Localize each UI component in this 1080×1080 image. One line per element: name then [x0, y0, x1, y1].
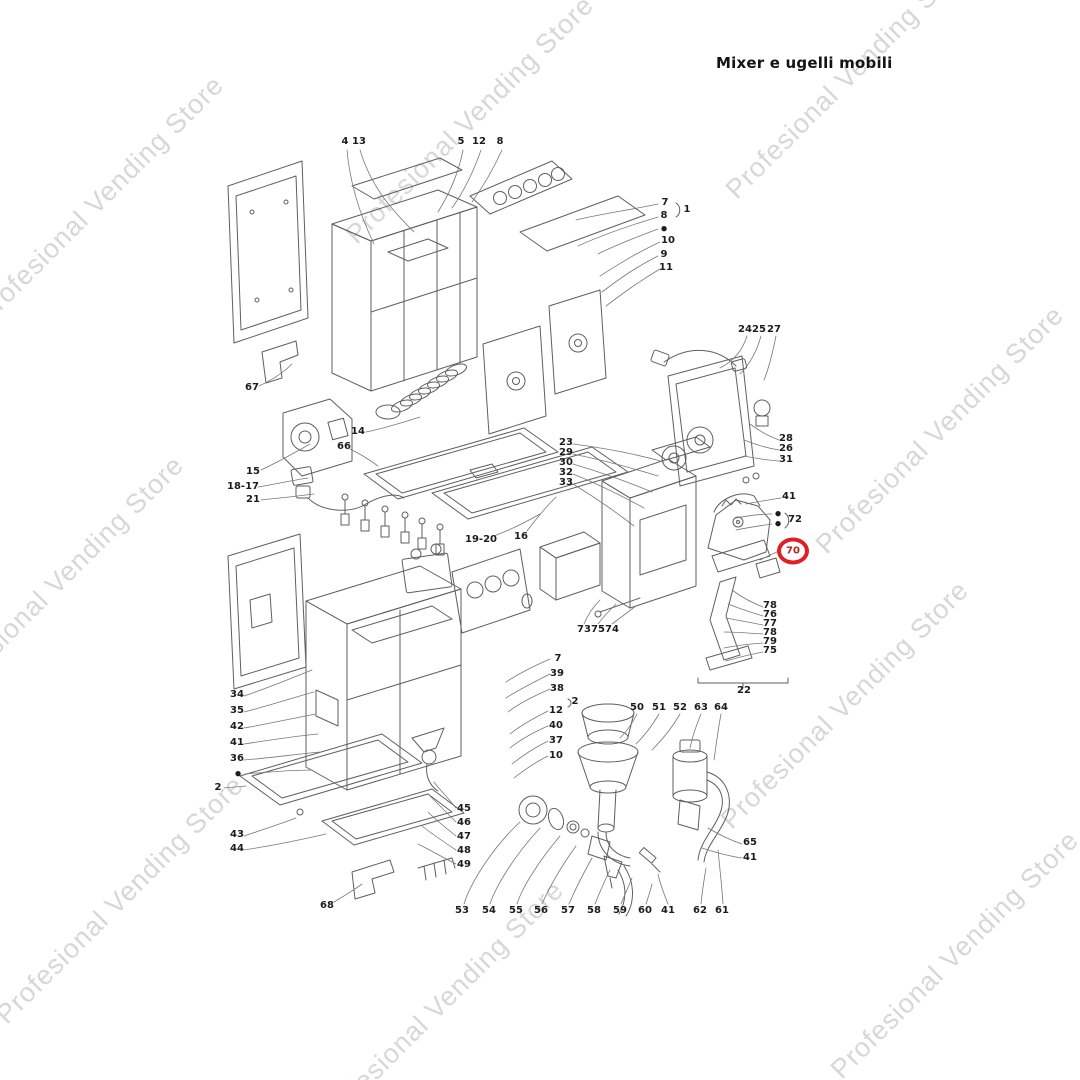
part-callout: 43 — [230, 829, 244, 840]
part-callout: 19-20 — [465, 534, 497, 545]
part-callout: 64 — [714, 702, 728, 713]
part-callout: 62 — [693, 905, 707, 916]
part-callout: 40 — [549, 720, 563, 731]
part-callout: 52 — [673, 702, 687, 713]
part-callout: 55 — [509, 905, 523, 916]
part-callout: 24 — [738, 324, 752, 335]
part-callout: 75 — [591, 624, 605, 635]
part-callout: 65 — [743, 837, 757, 848]
part-callout: 48 — [457, 845, 471, 856]
part-callout: 46 — [457, 817, 471, 828]
part-callout: ● — [774, 509, 782, 518]
part-callout: 61 — [715, 905, 729, 916]
part-callout: 41 — [782, 491, 796, 502]
part-callout: 9 — [660, 249, 668, 260]
part-callout: ● — [774, 519, 782, 528]
part-callout: 5 — [457, 136, 465, 147]
part-callout: 60 — [638, 905, 652, 916]
part-callout: 59 — [613, 905, 627, 916]
part-callout: 10 — [549, 750, 563, 761]
part-callout: 50 — [630, 702, 644, 713]
part-callout: 11 — [659, 262, 673, 273]
part-callout: 18-17 — [227, 481, 259, 492]
part-callout: 49 — [457, 859, 471, 870]
part-callout: 28 — [779, 433, 793, 444]
part-callout: 7 — [661, 197, 669, 208]
part-callout: 72 — [788, 514, 802, 525]
part-callout: 42 — [230, 721, 244, 732]
part-callout: 14 — [351, 426, 365, 437]
part-callout: 8 — [660, 210, 668, 221]
page-title: Mixer e ugelli mobili — [716, 54, 893, 72]
part-callout: 78 — [763, 600, 777, 611]
part-callout: 63 — [694, 702, 708, 713]
part-callout: 77 — [763, 618, 777, 629]
part-callout: 51 — [652, 702, 666, 713]
part-callout: 12 — [472, 136, 486, 147]
part-callout: 1 — [683, 204, 691, 215]
part-callout: 8 — [496, 136, 504, 147]
part-callout: 41 — [743, 852, 757, 863]
part-callout: 47 — [457, 831, 471, 842]
part-callout: 22 — [737, 685, 751, 696]
part-callout: 34 — [230, 689, 244, 700]
part-callout: 68 — [320, 900, 334, 911]
part-callout: 56 — [534, 905, 548, 916]
part-callout: 33 — [559, 477, 573, 488]
part-callout: 2 — [571, 696, 579, 707]
part-callout: 41 — [661, 905, 675, 916]
part-callout: 32 — [559, 467, 573, 478]
part-callout: 25 — [752, 324, 766, 335]
part-callout: 58 — [587, 905, 601, 916]
part-callout: 36 — [230, 753, 244, 764]
part-callout: 75 — [763, 645, 777, 656]
part-callout: 2 — [214, 782, 222, 793]
part-callout: 73 — [577, 624, 591, 635]
part-callout: 79 — [763, 636, 777, 647]
part-callout: 15 — [246, 466, 260, 477]
part-callout: 23 — [559, 437, 573, 448]
part-callout: 44 — [230, 843, 244, 854]
part-callout: 74 — [605, 624, 619, 635]
part-callout: 7 — [554, 653, 562, 664]
part-callout: 31 — [779, 454, 793, 465]
part-callout: 67 — [245, 382, 259, 393]
part-callout: 66 — [337, 441, 351, 452]
highlighted-part-70[interactable]: 70 — [777, 537, 809, 565]
part-callout: 35 — [230, 705, 244, 716]
part-callout: 41 — [230, 737, 244, 748]
part-callout: 27 — [767, 324, 781, 335]
part-callout: 10 — [661, 235, 675, 246]
part-callout: 54 — [482, 905, 496, 916]
part-callout: 16 — [514, 531, 528, 542]
part-callout: ● — [234, 769, 242, 778]
part-callout: 37 — [549, 735, 563, 746]
part-callout: 26 — [779, 443, 793, 454]
part-callout: 57 — [561, 905, 575, 916]
part-callout: 53 — [455, 905, 469, 916]
part-callout: ● — [660, 224, 668, 233]
part-callout: 4 — [341, 136, 349, 147]
part-callout: 13 — [352, 136, 366, 147]
part-callout: 76 — [763, 609, 777, 620]
part-callout: 30 — [559, 457, 573, 468]
part-callout: 45 — [457, 803, 471, 814]
part-callout: 39 — [550, 668, 564, 679]
part-callout: 78 — [763, 627, 777, 638]
part-callout: 21 — [246, 494, 260, 505]
part-callout: 29 — [559, 447, 573, 458]
part-callout: 12 — [549, 705, 563, 716]
part-callout: 38 — [550, 683, 564, 694]
